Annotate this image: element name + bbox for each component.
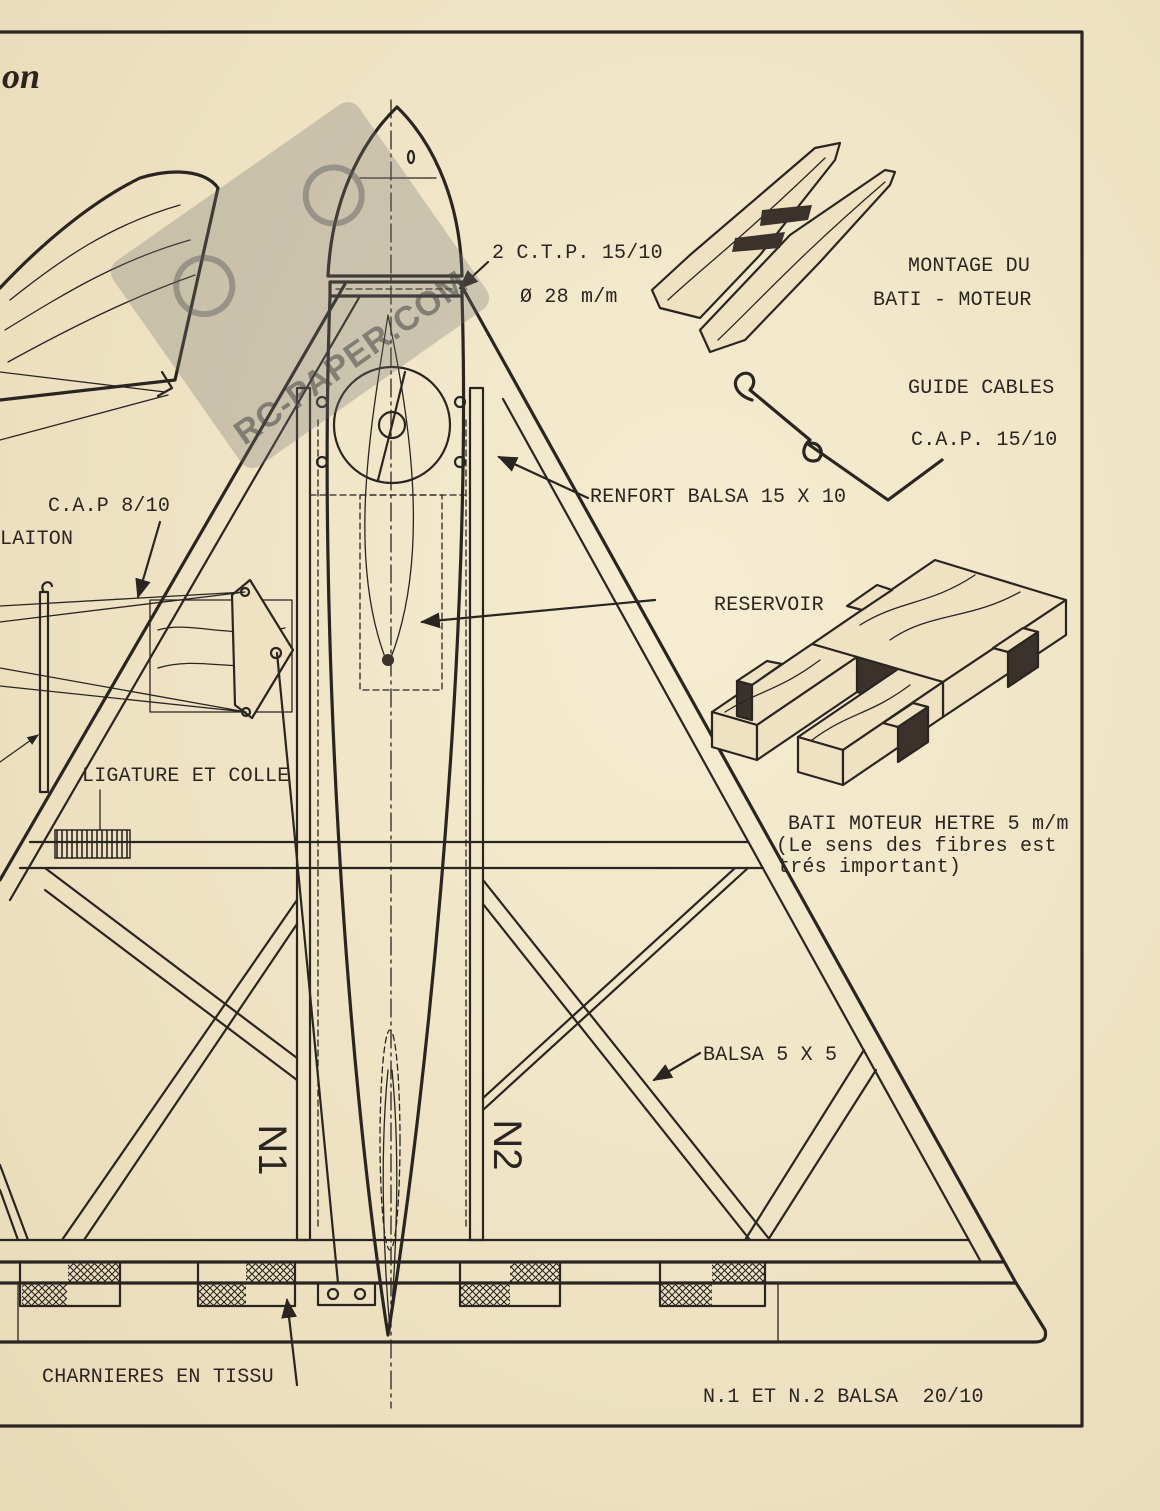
prong-2-tab-side xyxy=(896,705,930,764)
wing-grain xyxy=(9,204,181,301)
left-leg-inner xyxy=(8,294,362,902)
cable-guide-wire xyxy=(733,371,944,502)
tail-skid xyxy=(382,1069,398,1331)
label-n2: N2 xyxy=(485,1119,529,1171)
bellcrank-mount-block xyxy=(149,599,293,713)
watermark-stick-right-icon xyxy=(290,152,377,239)
label-bati-line2: (Le sens des fibres est xyxy=(776,835,1057,858)
laiton-leader xyxy=(0,734,39,763)
tank-outlet xyxy=(382,654,394,666)
hinge-fabric xyxy=(660,1283,712,1305)
brace-right-a xyxy=(481,878,772,1242)
hinge-fabric xyxy=(712,1262,765,1283)
spinner-hole xyxy=(406,149,416,165)
label-diameter: Ø 28 m/m xyxy=(520,286,618,309)
wing-hinge-line xyxy=(0,371,169,441)
label-ligature: LIGATURE ET COLLE xyxy=(82,765,290,788)
pushrod xyxy=(275,651,340,1285)
hinge-fabric xyxy=(510,1262,560,1283)
label-n1: N1 xyxy=(250,1124,294,1176)
hinge-fabric xyxy=(68,1262,120,1283)
block-tab-side xyxy=(1006,630,1040,689)
label-montage-line2: BATI - MOTEUR xyxy=(873,289,1032,312)
ctp-leader xyxy=(458,260,490,290)
elevator-horn-hole xyxy=(353,1287,367,1301)
engine-crankcase xyxy=(332,365,452,485)
lead-out-guide-post xyxy=(38,590,50,794)
bellcrank xyxy=(230,578,295,720)
motor-mount-crossbar xyxy=(760,205,812,226)
right-leg-inner xyxy=(501,397,983,1264)
brace-right-c xyxy=(743,1048,878,1242)
brace-right-b xyxy=(481,866,750,1112)
motor-mount-crossbar xyxy=(732,232,785,252)
right-leg-outer xyxy=(458,281,1018,1285)
hinge-fabric xyxy=(460,1283,510,1305)
mount-bolt xyxy=(453,395,467,409)
brace-left-b xyxy=(60,898,299,1242)
wing-grain xyxy=(4,239,191,331)
label-montage-line1: MONTAGE DU xyxy=(908,255,1031,278)
label-note: N.1 ET N.2 BALSA 20/10 xyxy=(703,1386,984,1409)
strut-n1 xyxy=(295,386,312,1242)
label-ctp: 2 C.T.P. 15/10 xyxy=(492,242,663,265)
engine-shaft xyxy=(377,410,407,440)
label-guide-line1: GUIDE CABLES xyxy=(908,377,1055,400)
tail-skid-hidden xyxy=(379,1029,401,1251)
left-leg-outer xyxy=(0,282,347,882)
plan-frame xyxy=(0,30,1084,1428)
strut-n2 xyxy=(468,386,485,1242)
wing-panel-outline xyxy=(0,170,220,402)
label-bati-line3: trés important) xyxy=(778,856,962,879)
lead-out-wires xyxy=(0,591,247,713)
bellcrank-pivot xyxy=(269,646,283,660)
wing-hook xyxy=(156,370,174,398)
balsa-leader xyxy=(652,1051,702,1082)
block-grain xyxy=(724,574,1021,741)
renfort-leader xyxy=(497,455,590,500)
label-laiton: LAITON xyxy=(0,528,74,551)
label-cap-8: C.A.P 8/10 xyxy=(48,495,171,518)
hinge-fabric xyxy=(198,1283,246,1305)
wing-grain xyxy=(7,274,196,363)
cap8-leader xyxy=(135,520,162,599)
lead-out-guide-hook xyxy=(41,581,54,594)
label-guide-line2: C.A.P. 15/10 xyxy=(911,429,1058,452)
engine-web xyxy=(376,370,407,482)
fuselage-outline xyxy=(325,294,466,1337)
hinge-fabric xyxy=(246,1262,295,1283)
watermark-stick-left-icon xyxy=(161,242,248,330)
elevator-horn-box xyxy=(316,1281,377,1307)
ligature-coil xyxy=(54,829,131,859)
tank-outline xyxy=(359,494,443,691)
label-balsa-5x5: BALSA 5 X 5 xyxy=(703,1044,838,1067)
mount-bolt xyxy=(315,395,329,409)
brace-left-a xyxy=(43,866,299,1082)
mount-bolt xyxy=(315,455,329,469)
label-reservoir: RESERVOIR xyxy=(714,594,824,617)
label-renfort: RENFORT BALSA 15 X 10 xyxy=(590,486,847,509)
hinge-fabric xyxy=(22,1283,67,1305)
label-charnieres: CHARNIERES EN TISSU xyxy=(42,1366,274,1389)
title-fragment: on xyxy=(2,56,41,96)
mount-bolt xyxy=(453,455,467,469)
reservoir-leader xyxy=(420,598,657,629)
charnieres-leader xyxy=(281,1298,299,1387)
prong-1-side xyxy=(755,655,859,762)
label-bati-line1: BATI MOTEUR HETRE 5 m/m xyxy=(788,813,1069,836)
spinner-outline xyxy=(326,105,464,278)
brace-left-c xyxy=(0,1163,30,1242)
motor-mount-grain xyxy=(667,157,886,341)
elevator-outline xyxy=(0,1281,1048,1344)
block-tab xyxy=(845,583,894,612)
elevator-horn-hole xyxy=(326,1287,340,1301)
